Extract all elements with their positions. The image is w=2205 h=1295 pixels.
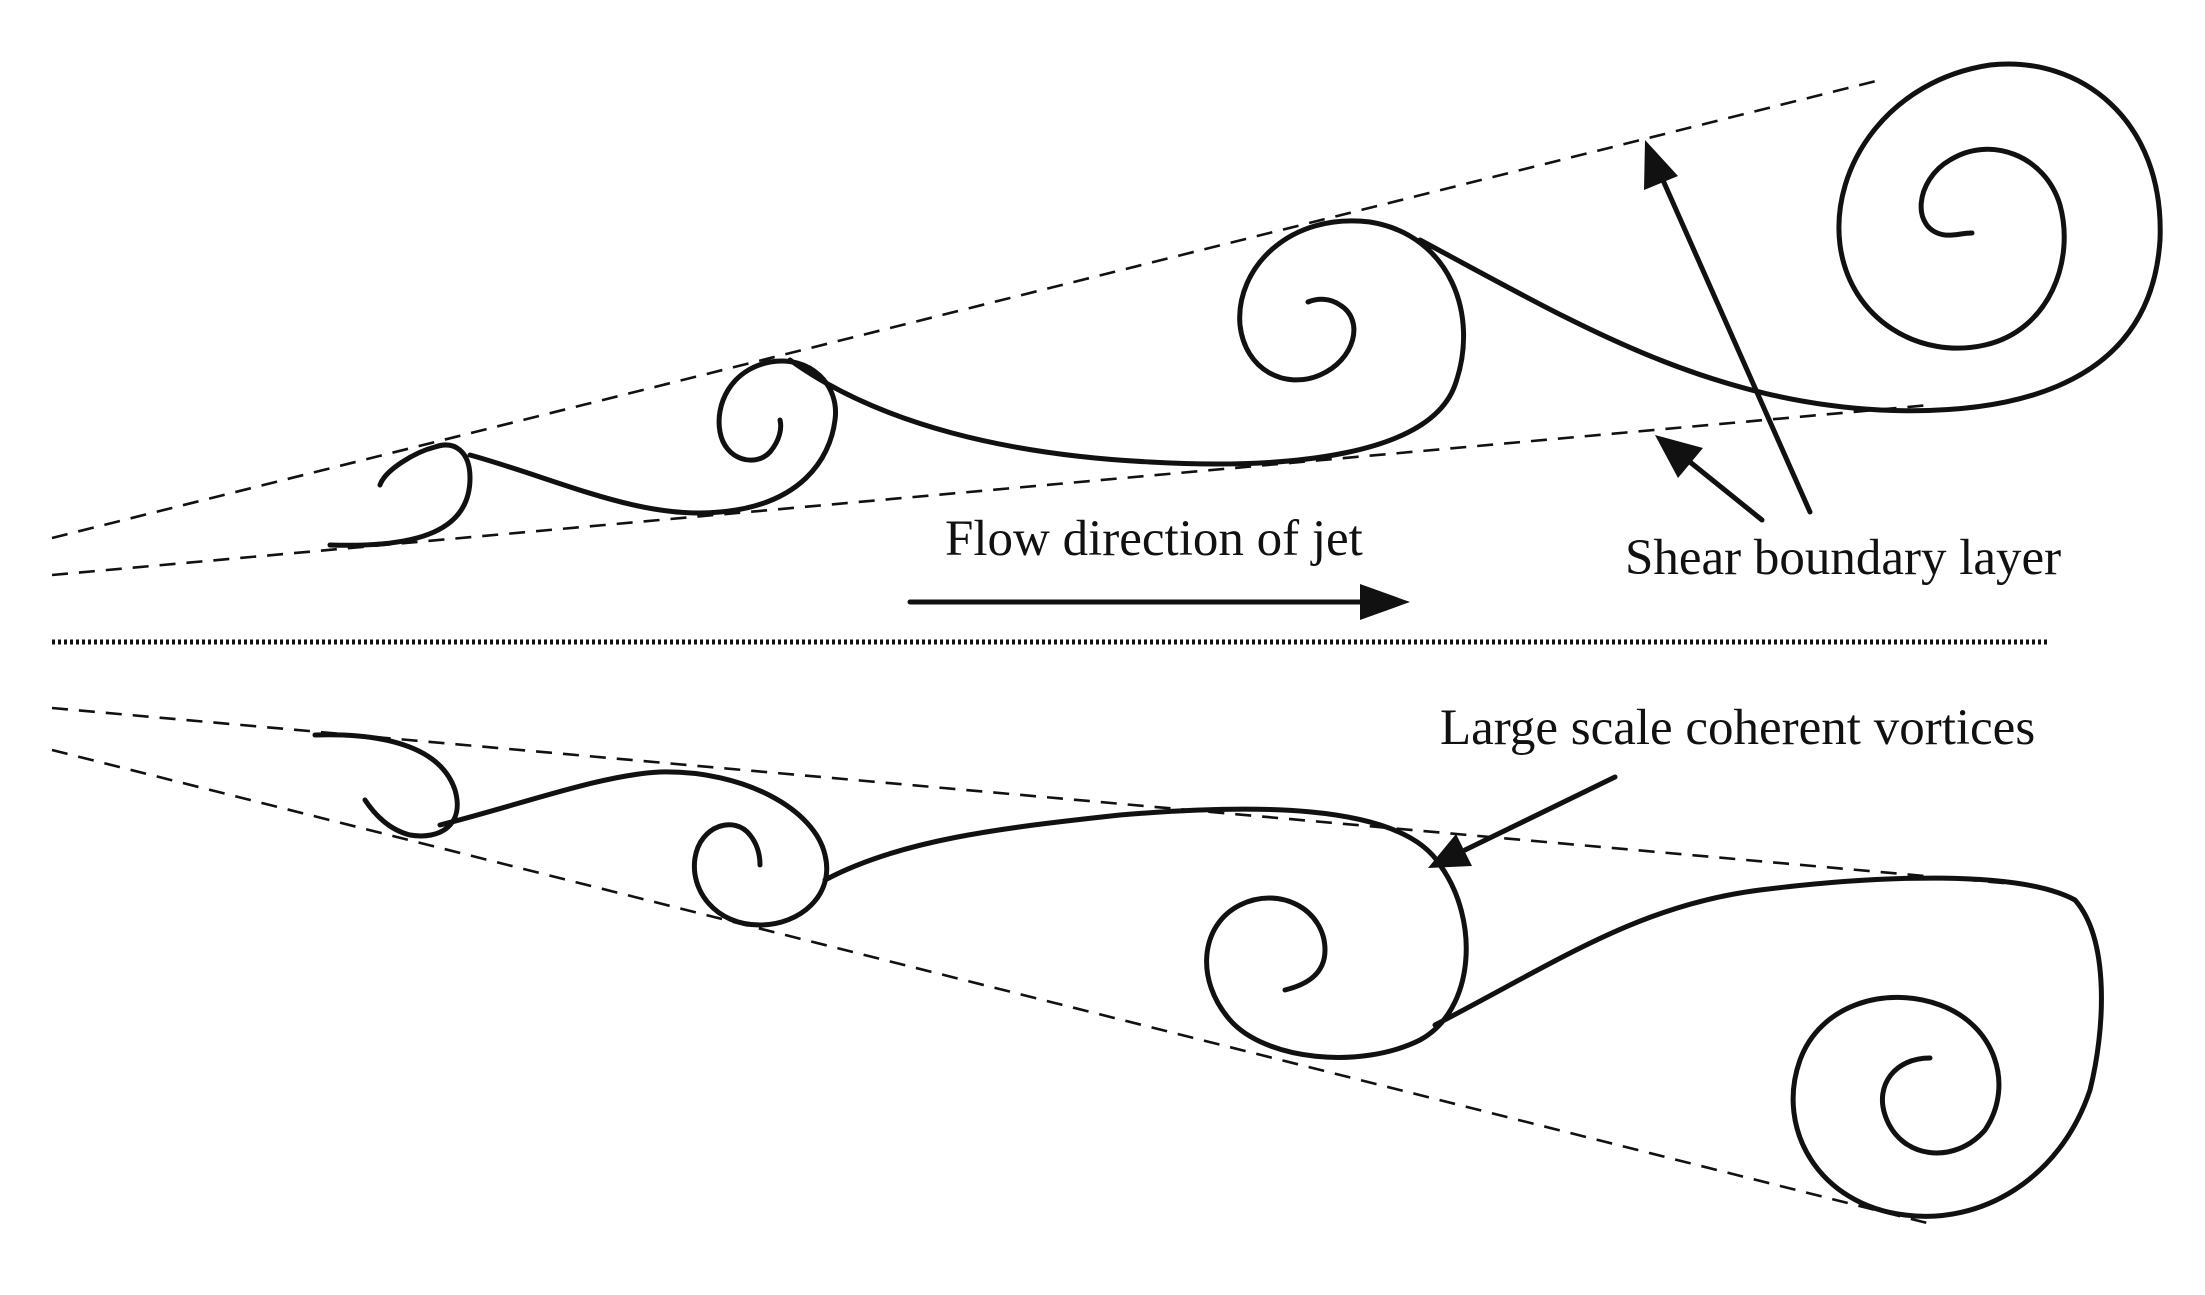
shear-layer-arrow-outer (1644, 140, 1813, 515)
lower-vortex-sheet (312, 732, 2104, 1219)
vortices-arrow (1428, 774, 1618, 868)
shear-layer-arrow-inner (1655, 435, 1765, 523)
upper-outer-envelope (51, 78, 1881, 540)
upper-vortex-sheet (327, 61, 2163, 548)
flow-direction-arrow (907, 584, 1410, 620)
lower-outer-envelope (51, 748, 1936, 1227)
shear-boundary-layer-label: Shear boundary layer (1625, 530, 2061, 586)
flow-direction-label: Flow direction of jet (945, 511, 1363, 567)
coherent-vortices-label: Large scale coherent vortices (1440, 700, 2035, 756)
upper-inner-envelope (51, 403, 1931, 577)
